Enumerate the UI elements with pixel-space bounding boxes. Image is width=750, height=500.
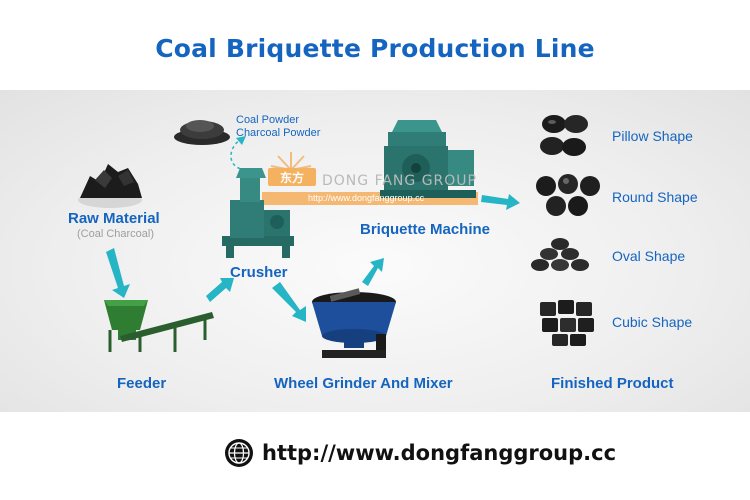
- oval-shape-label: Oval Shape: [612, 248, 686, 264]
- diagram-stage: [0, 90, 750, 412]
- raw-material-coal-image: [78, 164, 142, 208]
- pillow-shape-image: [540, 115, 588, 156]
- flow-arrows: [106, 194, 520, 322]
- watermark-brand-text: DONG FANG GROUP: [322, 173, 477, 189]
- feeder-machine-image: [104, 300, 214, 352]
- oval-shape-image: [531, 238, 589, 271]
- arrow-raw-to-feeder: [106, 248, 130, 298]
- finished-product-label: Finished Product: [551, 375, 674, 392]
- cubic-shape-image: [540, 300, 594, 346]
- svg-text:东方: 东方: [280, 170, 304, 185]
- round-shape-image: [536, 174, 600, 216]
- powder-dashed-arrow: [230, 139, 247, 171]
- wheel-grinder-image: [312, 288, 396, 358]
- raw-material-sublabel: (Coal Charcoal): [77, 228, 155, 240]
- powder-label-line1: Coal Powder: [236, 114, 299, 126]
- watermark-url-text: http://www.dongfanggroup.cc: [308, 193, 425, 203]
- arrow-crusher-to-grinder: [272, 282, 306, 322]
- feeder-label: Feeder: [117, 375, 167, 392]
- crusher-machine-image: [222, 168, 294, 258]
- grinder-label: Wheel Grinder And Mixer: [274, 375, 453, 392]
- arrow-briquette-to-products: [481, 194, 520, 210]
- raw-material-label: Raw Material: [68, 210, 160, 227]
- page-title: Coal Briquette Production Line: [155, 34, 595, 63]
- briquette-machine-label: Briquette Machine: [360, 221, 491, 238]
- pillow-shape-label: Pillow Shape: [612, 128, 693, 144]
- coal-powder-image: [174, 120, 230, 145]
- powder-label-line2: Charcoal Powder: [236, 127, 321, 139]
- round-shape-label: Round Shape: [612, 189, 698, 205]
- briquette-machine-image: [380, 120, 476, 198]
- crusher-label: Crusher: [230, 264, 288, 281]
- footer: [0, 412, 750, 500]
- cubic-shape-label: Cubic Shape: [612, 314, 693, 330]
- globe-icon: [225, 439, 253, 467]
- footer-url-link[interactable]: http://www.dongfanggroup.cc: [262, 441, 617, 465]
- arrow-feeder-to-crusher: [206, 278, 234, 302]
- arrow-grinder-to-briquette: [362, 258, 384, 286]
